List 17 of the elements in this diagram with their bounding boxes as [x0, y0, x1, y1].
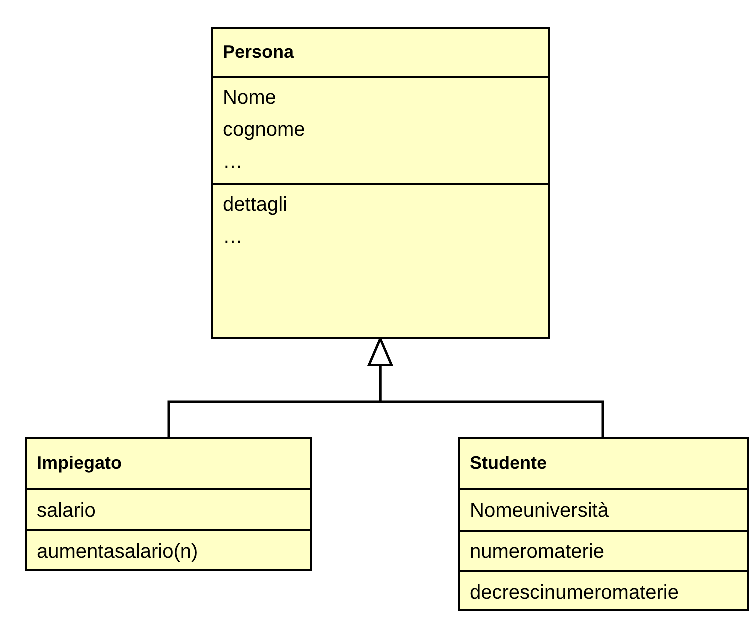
operation: aumentasalario(n) — [37, 540, 198, 564]
class-name: Studente — [470, 452, 548, 474]
operation: … — [223, 225, 243, 249]
class-box — [211, 27, 550, 339]
generalization-arrow — [368, 338, 604, 437]
operation: decrescinumeromaterie — [470, 580, 679, 604]
class-name: Persona — [223, 40, 294, 64]
attribute: salario — [37, 498, 96, 522]
attribute: … — [223, 150, 243, 174]
class-name: Impiegato — [37, 452, 122, 474]
attribute: cognome — [223, 118, 306, 142]
attribute: Nomeuniversità — [470, 499, 609, 523]
class-box — [458, 437, 749, 611]
operation: dettagli — [223, 193, 288, 217]
class-box — [25, 437, 312, 571]
operation: numeromaterie — [470, 540, 605, 564]
attribute: Nome — [223, 86, 276, 110]
